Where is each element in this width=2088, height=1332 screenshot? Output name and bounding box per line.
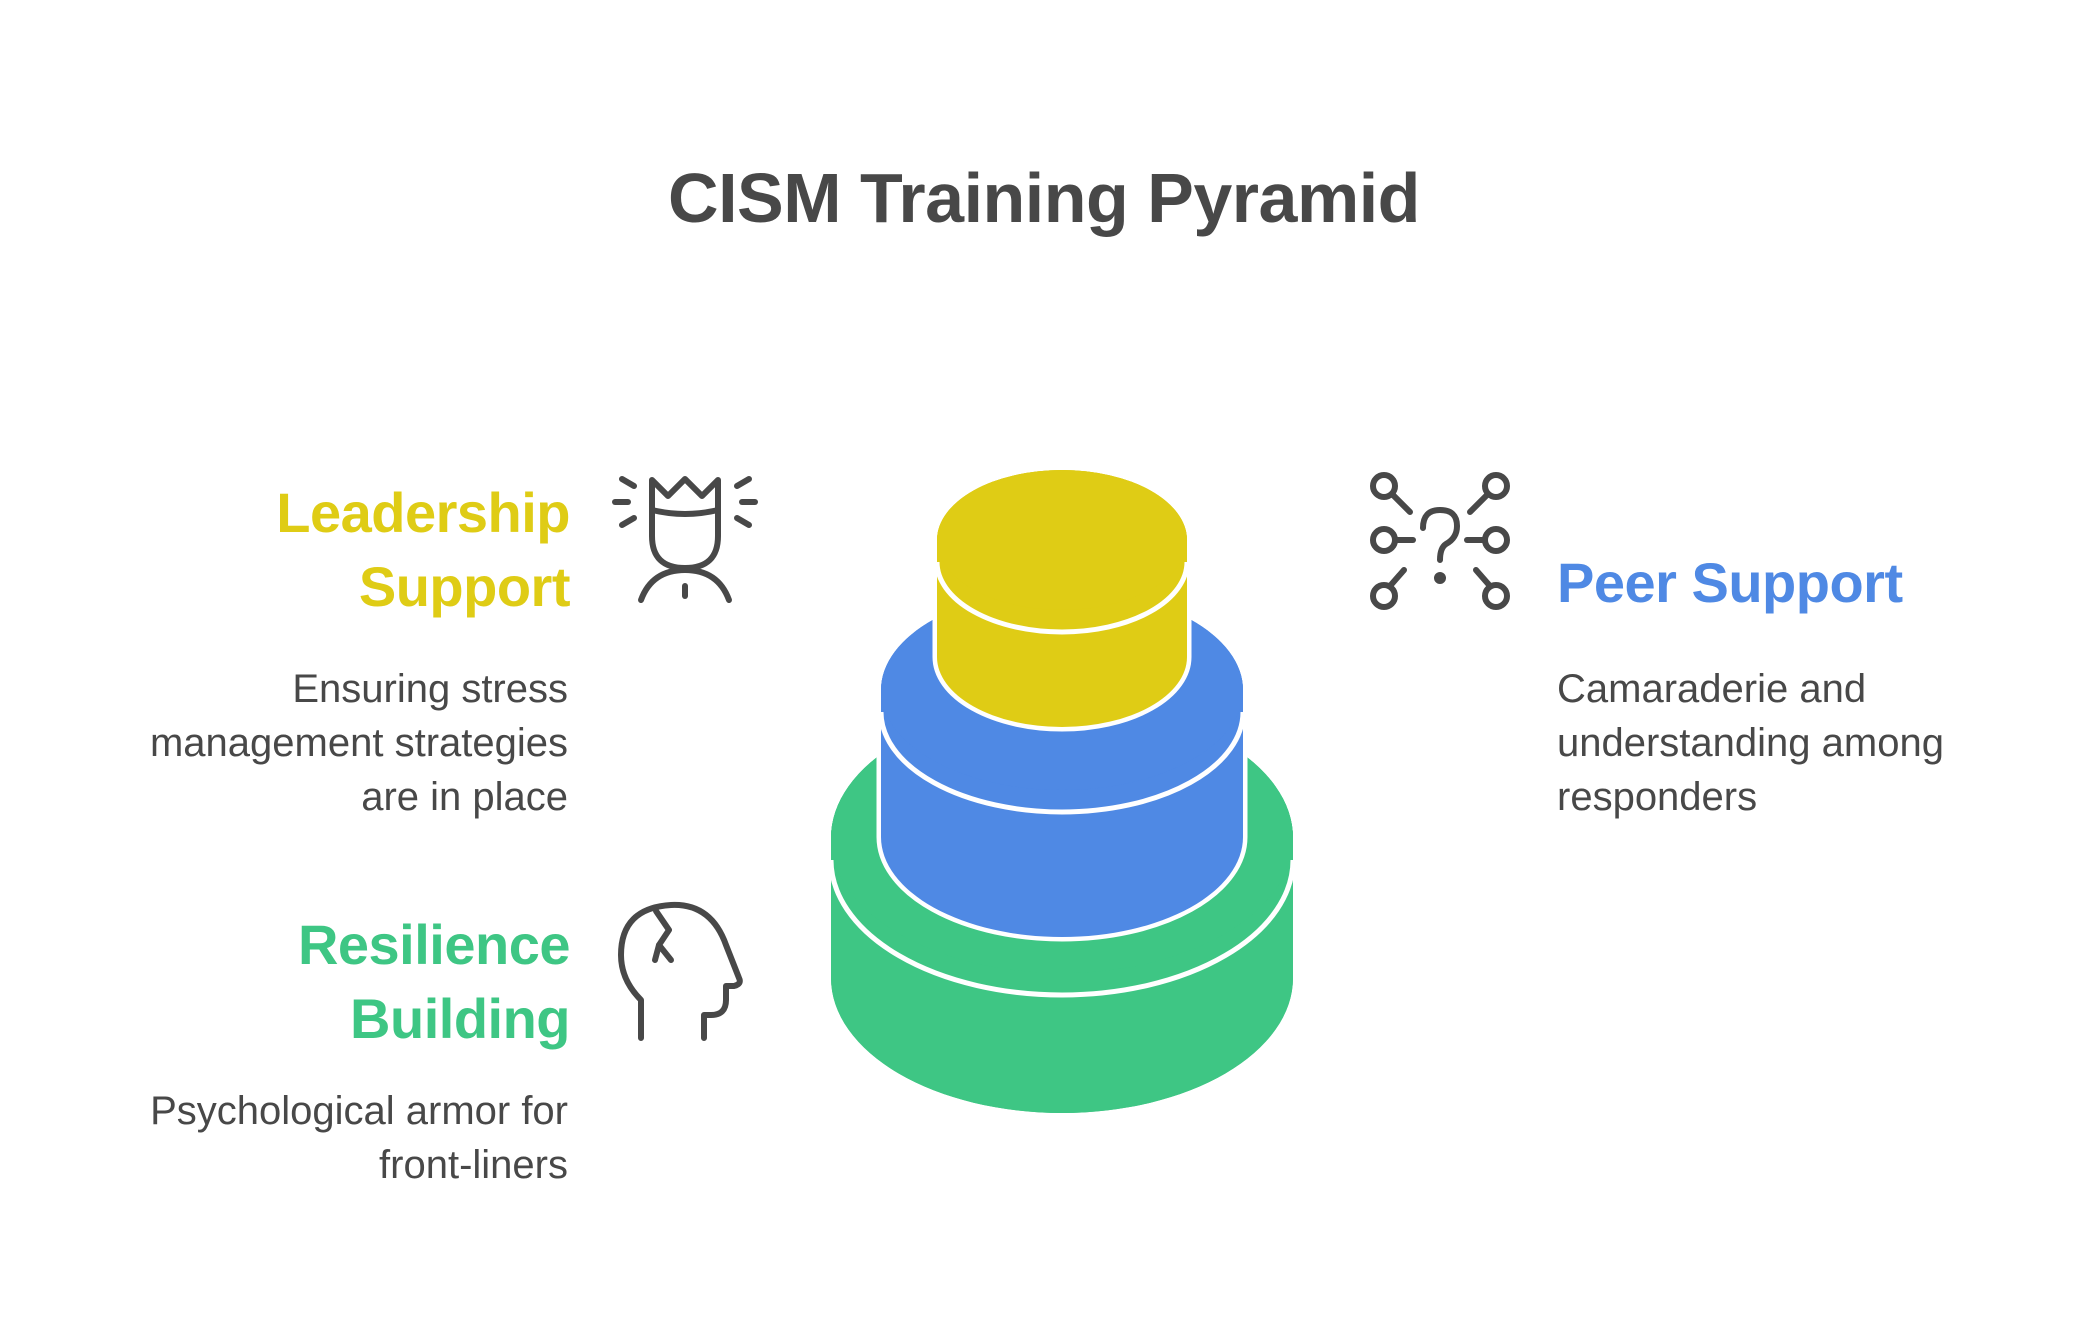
diagram-title: CISM Training Pyramid [668, 159, 1420, 237]
cylinder-rim-peer [878, 711, 1246, 815]
resilience-description-line: front-liners [379, 1143, 568, 1187]
cylinder-rim-leadership [934, 561, 1190, 635]
leadership-heading: Leadership Support [276, 476, 570, 624]
resilience-heading: Resilience Building [297, 908, 571, 1056]
head-profile-icon [616, 900, 750, 1042]
peer-heading-line: Peer Support [1557, 551, 1903, 614]
pyramid-tier-leadership [932, 465, 1192, 732]
resilience-heading-line: Building [350, 987, 570, 1050]
leadership-heading-line: Support [358, 555, 571, 618]
peer-heading: Peer Support [1557, 546, 1903, 620]
network-question-icon [1368, 470, 1514, 612]
cylinder-rim-resilience [828, 859, 1296, 998]
peer-description-line: responders [1557, 775, 1758, 819]
leadership-description-line: Ensuring stress [292, 667, 568, 711]
peer-description-line: understanding among [1557, 721, 1944, 765]
leader-crown-icon [612, 474, 758, 606]
peer-description-line: Camaraderie and [1557, 667, 1867, 711]
peer-description: Camaraderie and understanding among resp… [1557, 662, 2057, 824]
resilience-heading-line: Resilience [297, 913, 571, 976]
leadership-description: Ensuring stress management strategies ar… [68, 662, 568, 824]
cylinder-top-face-leadership [937, 470, 1187, 610]
leadership-description-line: management strategies [149, 721, 568, 765]
resilience-description-line: Psychological armor for [150, 1089, 568, 1133]
leadership-description-line: are in place [361, 775, 568, 819]
resilience-description: Psychological armor for front-liners [68, 1084, 568, 1192]
leadership-heading-line: Leadership [276, 481, 570, 544]
